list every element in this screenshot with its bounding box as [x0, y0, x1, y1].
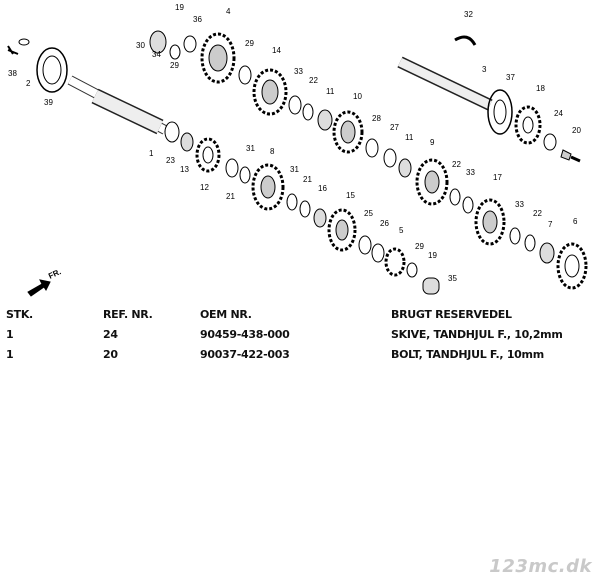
parts-list: STK. REF. NR. OEM NR. BRUGT RESERVEDEL 1…	[0, 308, 600, 368]
row-ref: 20	[103, 348, 118, 361]
callout-label: 12	[200, 183, 209, 192]
callout-label: 24	[554, 109, 563, 118]
callout-label: 14	[272, 46, 281, 55]
callout-label: 21	[303, 175, 312, 184]
callout-label: 11	[326, 87, 335, 96]
callout-label: 19	[175, 3, 184, 12]
callout-label: 6	[573, 217, 578, 226]
callout-label: 5	[399, 226, 404, 235]
header-qty: STK.	[6, 308, 33, 321]
callout-label: 4	[226, 7, 231, 16]
row-desc: BOLT, TANDHJUL F., 10mm	[391, 348, 544, 361]
table-row: 1 24 90459-438-000 SKIVE, TANDHJUL F., 1…	[0, 328, 600, 348]
row-oem: 90459-438-000	[200, 328, 290, 341]
callout-label: 3	[482, 65, 487, 74]
callout-label: 2	[26, 79, 31, 88]
callout-label: 35	[448, 274, 457, 283]
callout-label: 25	[364, 209, 373, 218]
callout-label: 1	[149, 149, 154, 158]
row-desc: SKIVE, TANDHJUL F., 10,2mm	[391, 328, 563, 341]
callout-label: 22	[309, 76, 318, 85]
callout-label: 11	[405, 133, 414, 142]
watermark-logo: 123mc.dk	[489, 556, 592, 577]
callout-label: 33	[515, 200, 524, 209]
callout-label: 9	[430, 138, 435, 147]
callout-label: 10	[353, 92, 362, 101]
header-oem: OEM NR.	[200, 308, 252, 321]
callout-label: 32	[464, 10, 473, 19]
row-oem: 90037-422-003	[200, 348, 290, 361]
callout-label: 22	[533, 209, 542, 218]
table-row: 1 20 90037-422-003 BOLT, TANDHJUL F., 10…	[0, 348, 600, 368]
header-desc: BRUGT RESERVEDEL	[391, 308, 512, 321]
row-qty: 1	[6, 328, 14, 341]
callout-label: 31	[246, 144, 255, 153]
callout-label: 38	[8, 69, 17, 78]
callout-label: 26	[380, 219, 389, 228]
direction-label: FR.	[47, 267, 62, 281]
row-qty: 1	[6, 348, 14, 361]
callout-label: 31	[290, 165, 299, 174]
callout-label: 29	[245, 39, 254, 48]
callout-label: 29	[170, 61, 179, 70]
callout-label: 8	[270, 147, 275, 156]
callout-label: 18	[536, 84, 545, 93]
callout-label: 30	[136, 41, 145, 50]
callout-label: 33	[294, 67, 303, 76]
callout-label: 37	[506, 73, 515, 82]
callout-label: 15	[346, 191, 355, 200]
header-ref: REF. NR.	[103, 308, 153, 321]
callout-label: 16	[318, 184, 327, 193]
callout-label: 36	[193, 15, 202, 24]
callout-label: 28	[372, 114, 381, 123]
callout-label: 29	[415, 242, 424, 251]
callout-label: 34	[152, 50, 161, 59]
callout-label: 22	[452, 160, 461, 169]
callout-label: 33	[466, 168, 475, 177]
callout-label: 17	[493, 173, 502, 182]
callout-label: 21	[226, 192, 235, 201]
callout-label: 19	[428, 251, 437, 260]
callout-label: 39	[44, 98, 53, 107]
callout-label: 20	[572, 126, 581, 135]
callout-label: 7	[548, 220, 553, 229]
row-ref: 24	[103, 328, 118, 341]
callout-label: 23	[166, 156, 175, 165]
parts-list-header: STK. REF. NR. OEM NR. BRUGT RESERVEDEL	[0, 308, 600, 328]
callout-label: 13	[180, 165, 189, 174]
callout-label: 27	[390, 123, 399, 132]
gear-drawings	[7, 30, 588, 297]
